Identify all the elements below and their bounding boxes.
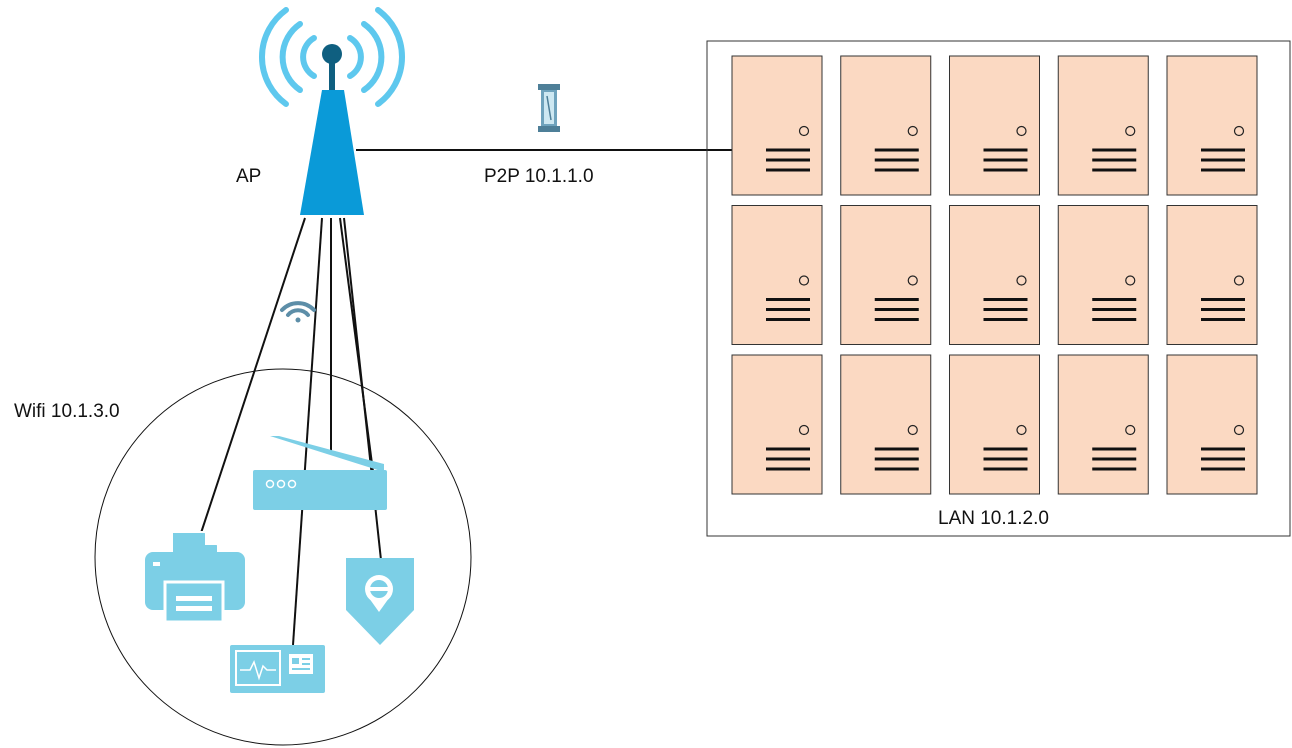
ap-label: AP — [236, 166, 262, 187]
wifi-network-label: Wifi 10.1.3.0 — [14, 401, 120, 422]
lan-enclosure — [706, 40, 1291, 537]
lan-network-label: LAN 10.1.2.0 — [938, 508, 1049, 529]
server-tower-icon — [1057, 205, 1149, 345]
server-tower-icon — [731, 55, 823, 196]
link-ap-monitor — [292, 217, 323, 646]
signal-waves — [258, 7, 406, 107]
server-tower-icon — [949, 205, 1040, 345]
server-tower-icon — [1057, 354, 1149, 495]
wifi-icon — [280, 301, 316, 323]
server-tower-icon — [1166, 55, 1258, 196]
server-tower-icon — [840, 354, 932, 495]
server-tower-icon — [1057, 55, 1149, 196]
server-tower-icon — [949, 354, 1040, 495]
printer-icon — [145, 531, 245, 624]
server-tower-icon — [1166, 205, 1258, 345]
server-tower-icon — [731, 354, 823, 495]
location-tag-icon — [346, 558, 414, 645]
link-ap-printer — [200, 217, 306, 534]
antenna-tower-icon — [258, 7, 406, 215]
server-tower-icon — [840, 55, 932, 196]
server-grid — [731, 55, 1258, 495]
server-tower-icon — [949, 55, 1040, 196]
server-tower-icon — [1166, 354, 1258, 495]
server-tower-icon — [731, 205, 823, 345]
connector-icon — [538, 84, 560, 132]
monitor-device-icon — [230, 645, 325, 693]
wifi-network-boundary — [94, 368, 472, 746]
server-tower-icon — [840, 205, 932, 345]
p2p-label: P2P 10.1.1.0 — [484, 166, 594, 187]
scanner-icon — [253, 436, 387, 510]
